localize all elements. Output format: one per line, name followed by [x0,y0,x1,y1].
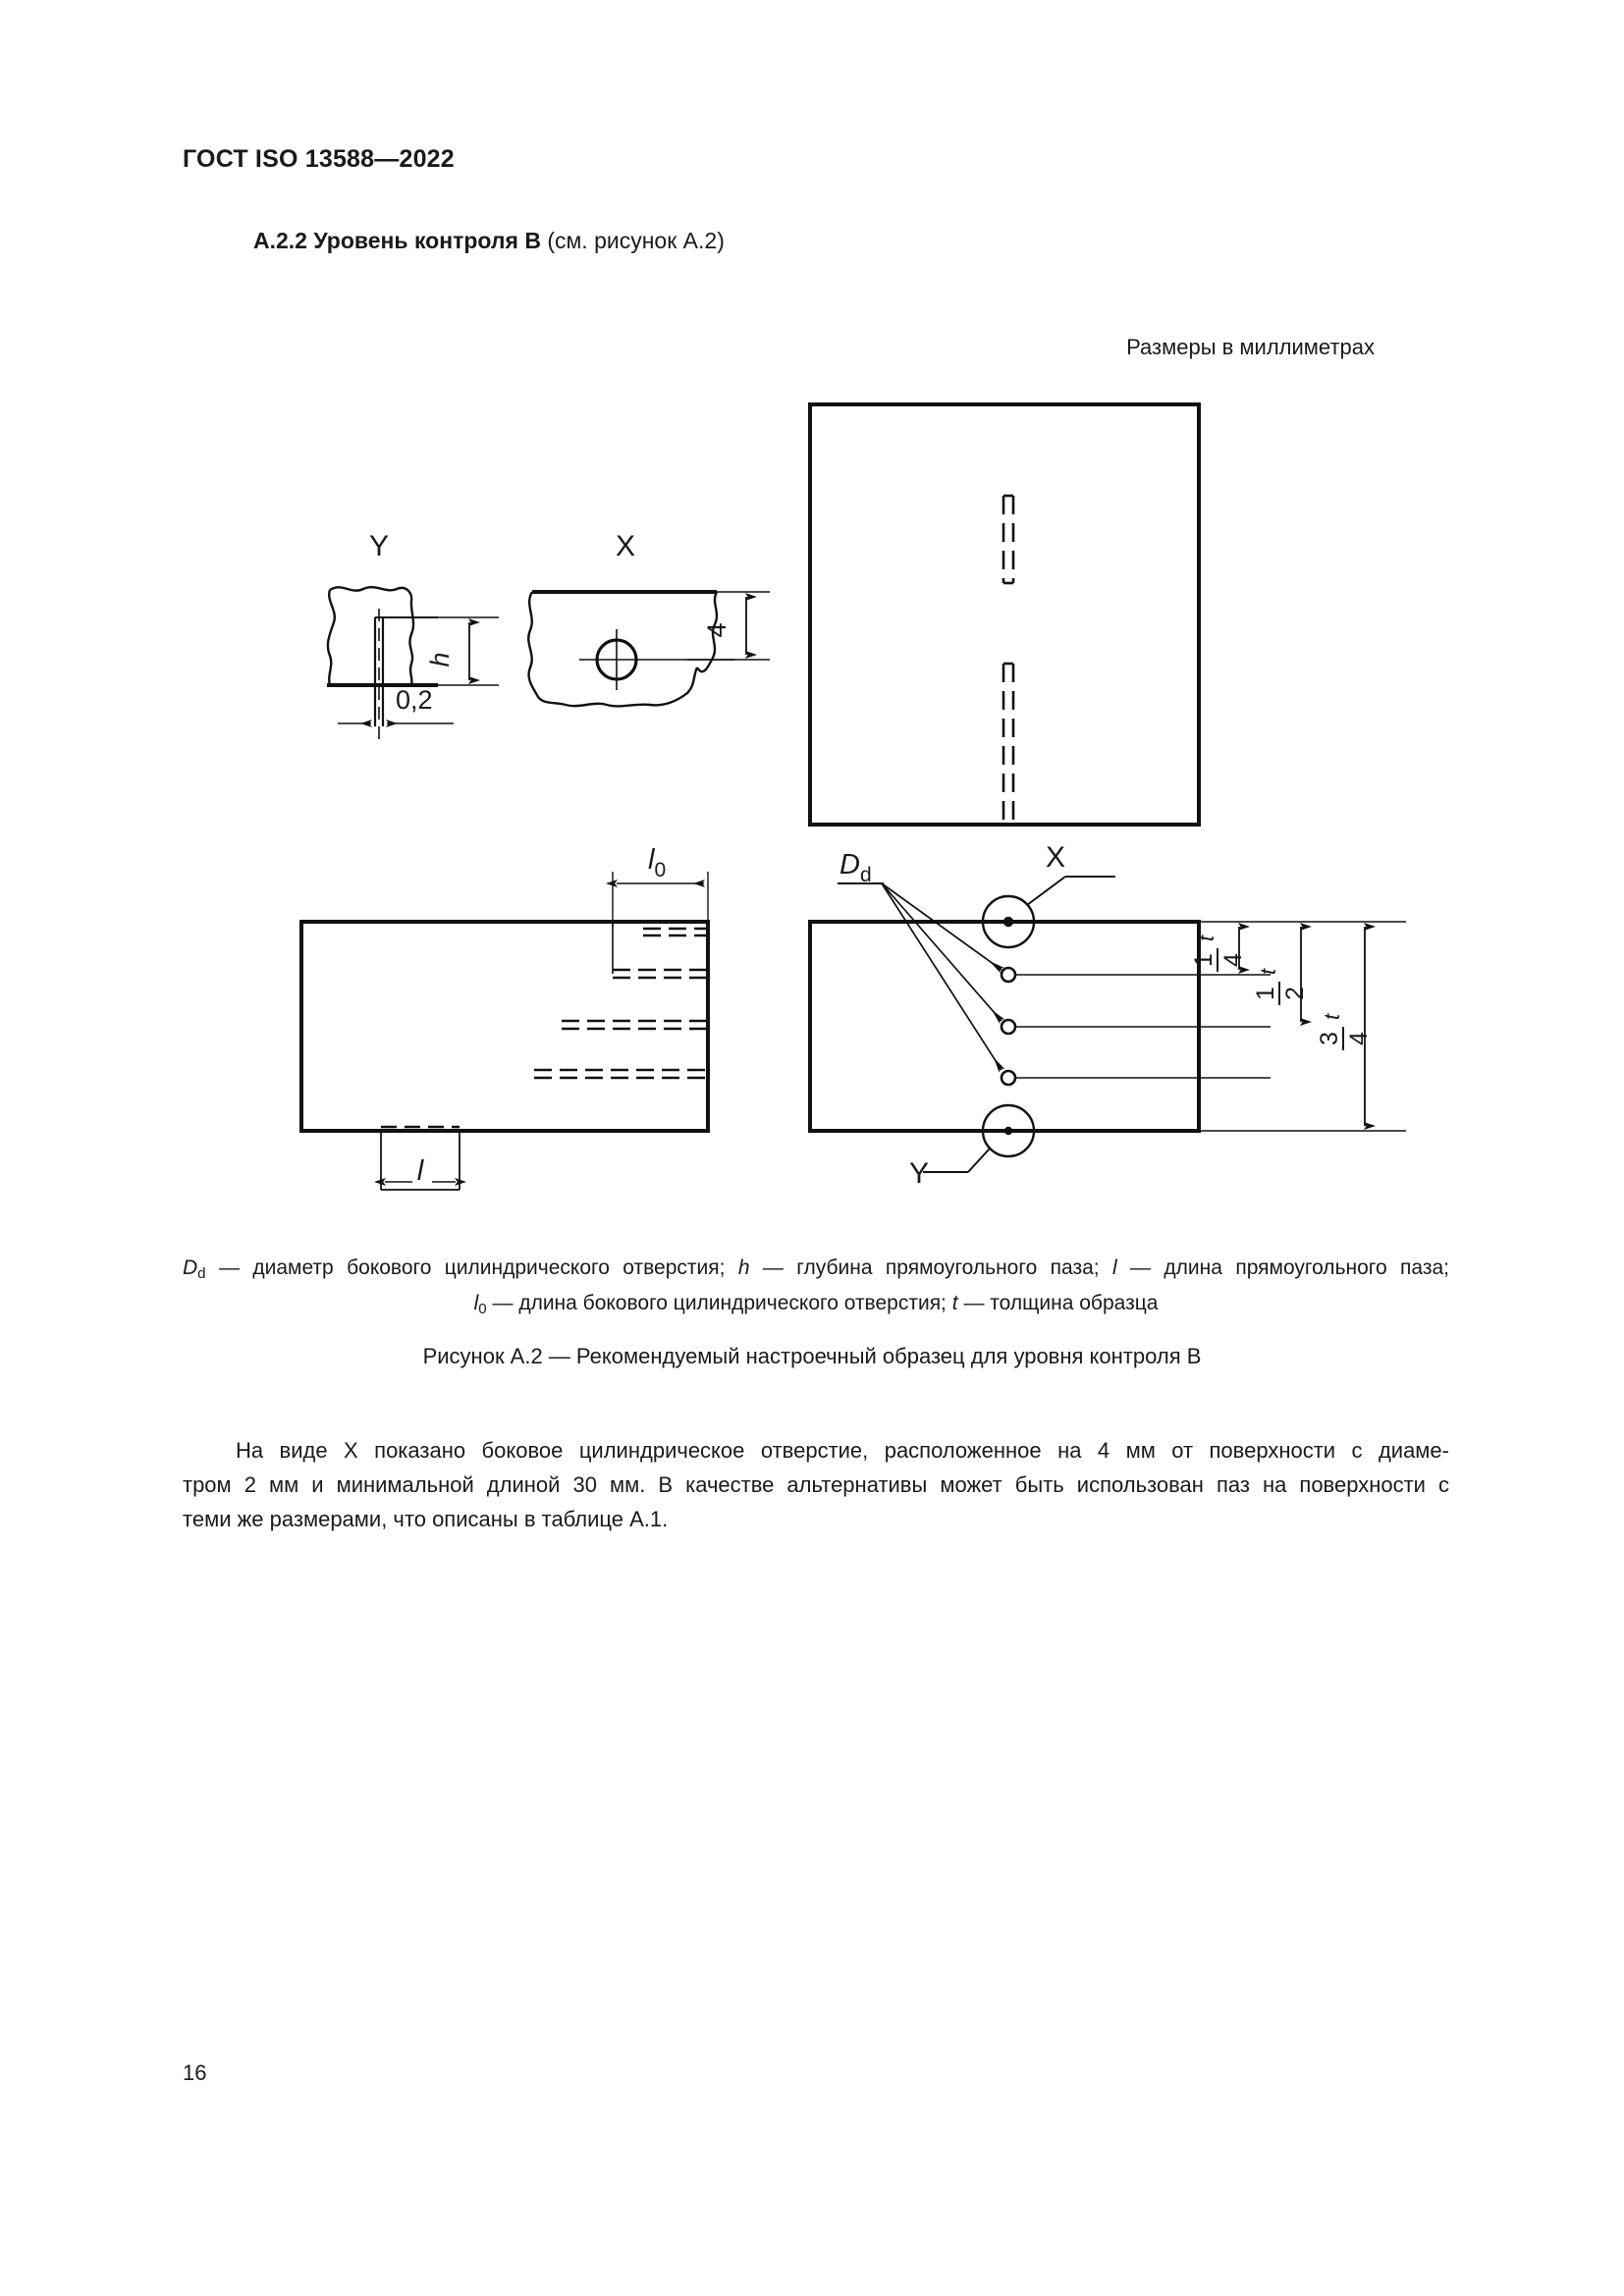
clause-number: А.2.2 [253,228,307,253]
dimension-label-threequarter-t: 3 4 t [1316,1013,1373,1050]
key-symbol-t: t [951,1292,958,1315]
body-paragraph-line-3: теми же размерами, что описаны в таблице… [183,1506,669,1531]
key-symbol-l: l [1111,1256,1117,1279]
clause-heading: А.2.2 Уровень контроля В (см. рисунок А.… [253,228,725,254]
clause-figure-reference: (см. рисунок А.2) [547,228,725,253]
detail-bubble-label-y: Y [909,1157,929,1190]
key-text-dd: — диаметр бокового цилиндрического отвер… [218,1256,726,1279]
view-label-y-top: Y [369,530,389,562]
dimension-label-half-t: 1 2 t [1252,968,1309,1005]
key-text-l: — длина прямоугольного паза; [1130,1256,1449,1279]
dimension-label-l0: l0 [648,844,666,881]
key-symbol-dd: Dd [183,1256,206,1283]
view-y-detail [326,585,499,746]
figure-key-line-2: l0 — длина бокового цилиндрического отве… [183,1288,1449,1321]
figure-key-line-1: Dd — диаметр бокового цилиндрического от… [183,1253,1449,1286]
svg-text:t: t [1320,1013,1344,1020]
dimension-label-0-2: 0,2 [396,685,433,715]
svg-text:4: 4 [1219,953,1247,967]
view-x-detail [527,590,770,708]
svg-text:2: 2 [1281,987,1309,1000]
svg-text:1: 1 [1190,953,1218,967]
view-label-x-top: X [616,530,635,562]
dimension-label-l: l [417,1155,425,1187]
clause-title: Уровень контроля В [313,228,541,253]
svg-text:3: 3 [1316,1032,1343,1045]
svg-text:t: t [1256,968,1280,975]
figure-key: Dd — диаметр бокового цилиндрического от… [183,1253,1449,1321]
svg-text:4: 4 [1345,1032,1373,1045]
svg-text:1: 1 [1252,987,1279,1000]
body-paragraph-line-2: тром 2 мм и минимальной длиной 30 мм. В … [183,1471,1449,1497]
key-symbol-l0: l0 [473,1292,487,1318]
document-header-standard-number: ГОСТ ISO 13588—2022 [183,145,455,173]
figure-caption: Рисунок А.2 — Рекомендуемый настроечный … [422,1344,1202,1368]
dimension-label-h: h [425,652,455,667]
figure-units-note: Размеры в миллиметрах [1126,335,1375,359]
dimension-label-4: 4 [702,622,731,637]
key-text-h: — глубина прямоугольного паза; [762,1256,1100,1279]
body-paragraph: На виде X показано боковое цилиндрическо… [183,1434,1449,1536]
body-paragraph-line-1: На виде X показано боковое цилиндрическо… [236,1438,1449,1463]
leader-label-dd: Dd [839,849,872,886]
key-text-l0: — длина бокового цилиндрического отверст… [492,1292,947,1315]
side-view-bottom-left [299,872,710,1191]
detail-bubble-label-x: X [1046,841,1065,874]
key-text-t: — толщина образца [963,1292,1159,1315]
svg-text:t: t [1194,934,1218,941]
key-symbol-h: h [737,1256,750,1279]
page-number: 16 [183,2060,207,2085]
plan-view-top-right [808,402,1201,827]
dimension-label-quarter-t: 1 4 t [1190,934,1247,972]
section-view-bottom-right [808,876,1406,1173]
